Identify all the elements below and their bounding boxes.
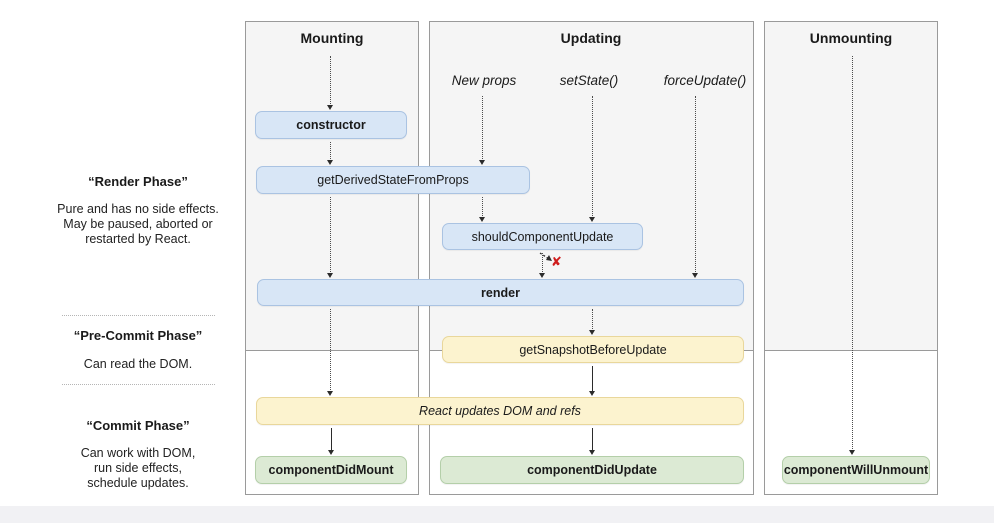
pre-commit-phase-text: Can read the DOM. [83, 357, 193, 371]
commit-phase-text: Can work with DOM, [80, 446, 196, 460]
react-updates-dom-box: React updates DOM and refs [256, 397, 744, 425]
arrow-domupdate-to-didupdate [588, 428, 595, 455]
arrow-getderivedstate-to-shouldupdate [478, 197, 485, 222]
skip-update-x-icon: ✘ [551, 254, 562, 269]
constructor-box: constructor [255, 111, 407, 139]
render-phase-text: May be paused, aborted or [63, 217, 213, 231]
unmounting-column-render-section [764, 21, 938, 351]
render-phase-title: “Render Phase” [88, 174, 188, 189]
render-phase-text: restarted by React. [85, 232, 191, 246]
trigger-set-state: setState() [559, 73, 619, 88]
arrow-mount-to-constructor [326, 56, 333, 110]
arrow-getsnapshot-to-domupdate [588, 366, 595, 396]
arrow-render-to-domupdate-mount [326, 309, 333, 396]
render-box: render [257, 279, 744, 306]
arrow-forceupdate-to-render [691, 96, 698, 278]
commit-phase-title: “Commit Phase” [86, 418, 190, 433]
render-phase-text: Pure and has no side effects. [57, 202, 219, 216]
unmounting-column-title: Unmounting [809, 30, 893, 46]
arrow-unmount-to-willunmount [848, 56, 855, 455]
trigger-force-update: forceUpdate() [663, 73, 747, 88]
bottom-strip [0, 506, 994, 523]
arrow-setstate-to-shouldupdate [588, 96, 595, 222]
pre-commit-phase-title: “Pre-Commit Phase” [73, 328, 203, 343]
commit-phase-text: schedule updates. [87, 476, 189, 490]
mounting-column-title: Mounting [300, 30, 364, 46]
arrow-render-to-getsnapshot [588, 309, 595, 335]
arrow-newprops-to-getderivedstate [478, 96, 485, 165]
phase-separator [62, 315, 215, 316]
should-component-update-box: shouldComponentUpdate [442, 223, 643, 250]
get-snapshot-box: getSnapshotBeforeUpdate [442, 336, 744, 363]
component-did-mount-box: componentDidMount [255, 456, 407, 484]
get-derived-state-box: getDerivedStateFromProps [256, 166, 530, 194]
arrow-shouldupdate-to-render [538, 253, 545, 278]
updating-column-title: Updating [560, 30, 622, 46]
trigger-new-props: New props [451, 73, 517, 88]
arrow-getderivedstate-to-render [326, 197, 333, 278]
arrow-constructor-to-getderivedstate [326, 142, 333, 165]
component-did-update-box: componentDidUpdate [440, 456, 744, 484]
phase-separator [62, 384, 215, 385]
arrow-domupdate-to-didmount [327, 428, 334, 455]
component-will-unmount-box: componentWillUnmount [782, 456, 930, 484]
commit-phase-text: run side effects, [93, 461, 182, 475]
skip-update-arrow [539, 252, 552, 261]
